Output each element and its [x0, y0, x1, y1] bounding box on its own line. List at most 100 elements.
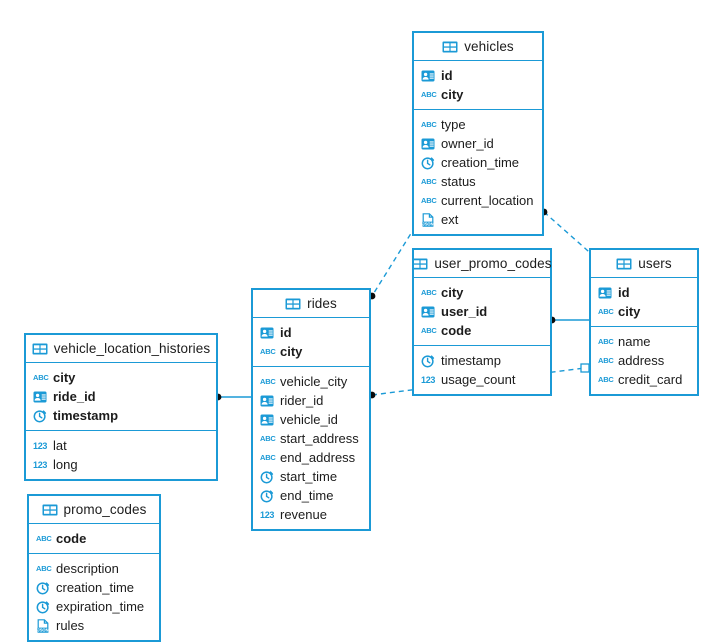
column-name: end_time: [280, 488, 334, 503]
id-card-icon: [33, 390, 47, 404]
column-row[interactable]: 123 lat: [26, 436, 216, 455]
column-row[interactable]: vehicle_id: [253, 410, 369, 429]
column-name: long: [53, 457, 78, 472]
id-card-icon: [421, 305, 435, 319]
column-row[interactable]: id: [253, 323, 369, 342]
abc-icon: ABC: [421, 119, 437, 129]
column-row[interactable]: creation_time: [29, 578, 159, 597]
column-row[interactable]: timestamp: [26, 406, 216, 425]
table-title: users: [638, 256, 672, 271]
json-icon: JSON: [421, 212, 435, 227]
column-row[interactable]: ABC type: [414, 115, 542, 134]
column-row[interactable]: end_time: [253, 486, 369, 505]
table-header[interactable]: rides: [253, 290, 369, 318]
column-name: rider_id: [280, 393, 324, 408]
column-row[interactable]: creation_time: [414, 153, 542, 172]
id-card-icon: [421, 69, 435, 83]
column-name: expiration_time: [56, 599, 145, 614]
json-icon: JSON: [36, 618, 50, 633]
table-header[interactable]: users: [591, 250, 697, 278]
relationship-user_promo_codes-users[interactable]: [548, 316, 589, 324]
column-name: vehicle_city: [280, 374, 348, 389]
table-title: promo_codes: [63, 502, 147, 517]
num-icon: 123: [33, 440, 48, 451]
table-title: rides: [307, 296, 337, 311]
column-row[interactable]: timestamp: [414, 351, 550, 370]
table-title: vehicles: [464, 39, 514, 54]
column-name: end_address: [280, 450, 356, 465]
num-icon: 123: [421, 374, 436, 385]
column-row[interactable]: user_id: [414, 302, 550, 321]
table-header[interactable]: vehicles: [414, 33, 542, 61]
id-card-icon: [260, 394, 274, 408]
table-icon: [412, 257, 428, 271]
column-row[interactable]: id: [414, 66, 542, 85]
column-row[interactable]: start_time: [253, 467, 369, 486]
column-name: address: [618, 353, 665, 368]
column-name: owner_id: [441, 136, 494, 151]
column-name: city: [280, 344, 303, 359]
table-icon: [32, 342, 48, 356]
table-header[interactable]: vehicle_location_histories: [26, 335, 216, 363]
column-name: current_location: [441, 193, 534, 208]
column-name: status: [441, 174, 476, 189]
column-name: user_id: [441, 304, 488, 319]
column-row[interactable]: id: [591, 283, 697, 302]
num-icon: 123: [260, 509, 275, 520]
abc-icon: ABC: [421, 287, 437, 297]
column-row[interactable]: ride_id: [26, 387, 216, 406]
column-row[interactable]: rider_id: [253, 391, 369, 410]
column-name: id: [618, 285, 630, 300]
table-header[interactable]: promo_codes: [29, 496, 159, 524]
column-row[interactable]: 123 long: [26, 455, 216, 474]
column-row[interactable]: 123 revenue: [253, 505, 369, 524]
column-name: start_address: [280, 431, 359, 446]
column-row[interactable]: ABC status: [414, 172, 542, 191]
column-name: timestamp: [441, 353, 501, 368]
column-row[interactable]: expiration_time: [29, 597, 159, 616]
table-header[interactable]: user_promo_codes: [412, 250, 551, 278]
abc-icon: ABC: [598, 374, 614, 384]
abc-icon: ABC: [36, 533, 52, 543]
abc-icon: ABC: [421, 176, 437, 186]
column-name: type: [441, 117, 466, 132]
relationship-vlh-rides[interactable]: [214, 393, 251, 401]
table-icon: [42, 503, 58, 517]
column-name: timestamp: [53, 408, 119, 423]
column-name: revenue: [280, 507, 327, 522]
column-name: id: [441, 68, 453, 83]
column-name: code: [441, 323, 472, 338]
num-icon: 123: [33, 459, 48, 470]
column-name: creation_time: [56, 580, 135, 595]
column-row[interactable]: owner_id: [414, 134, 542, 153]
column-name: lat: [53, 438, 67, 453]
